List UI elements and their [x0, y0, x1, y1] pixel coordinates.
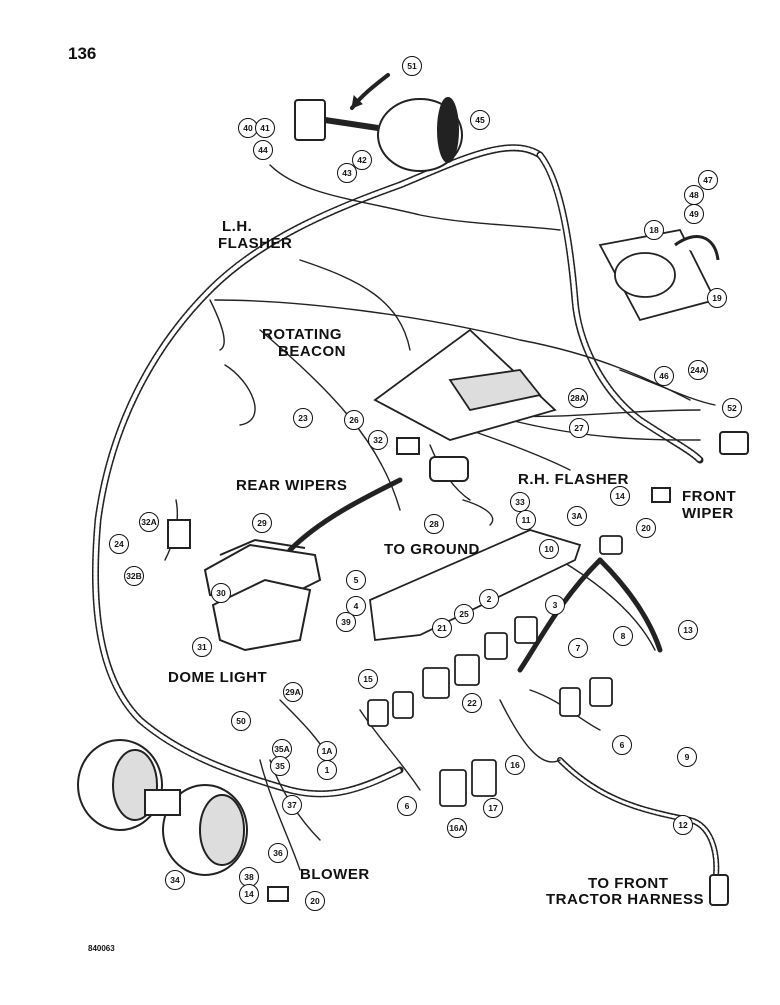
callout-29: 29 [252, 513, 272, 533]
label-front-wiper-2: WIPER [682, 505, 734, 522]
callout-45: 45 [470, 110, 490, 130]
callout-30: 30 [211, 583, 231, 603]
callout-28: 28 [424, 514, 444, 534]
callout-48: 48 [684, 185, 704, 205]
callout-6-left: 6 [397, 796, 417, 816]
callout-27: 27 [569, 418, 589, 438]
callout-38: 38 [239, 867, 259, 887]
callout-24: 24 [109, 534, 129, 554]
callout-32b: 32B [124, 566, 144, 586]
label-rotating-beacon-2: BEACON [278, 343, 347, 360]
label-to-ground: TO GROUND [384, 541, 480, 558]
callout-23: 23 [293, 408, 313, 428]
callout-4: 4 [346, 596, 366, 616]
callout-14-left: 14 [239, 884, 259, 904]
callout-43: 43 [337, 163, 357, 183]
callout-25: 25 [454, 604, 474, 624]
rotating-beacon-lamp [294, 97, 463, 172]
callout-29a: 29A [283, 682, 303, 702]
callout-20-right: 20 [636, 518, 656, 538]
callout-31: 31 [192, 637, 212, 657]
callout-19: 19 [707, 288, 727, 308]
callout-36: 36 [268, 843, 288, 863]
callout-47: 47 [698, 170, 718, 190]
callout-42: 42 [352, 150, 372, 170]
callout-17: 17 [483, 798, 503, 818]
callout-1a: 1A [317, 741, 337, 761]
front-harness-connector [709, 874, 729, 906]
label-blower: BLOWER [300, 866, 370, 883]
callout-50: 50 [231, 711, 251, 731]
callout-11: 11 [516, 510, 536, 530]
rocker-switches [367, 535, 623, 807]
label-dome-light: DOME LIGHT [168, 669, 268, 686]
label-front-wiper-1: FRONT [682, 488, 737, 505]
callout-9: 9 [677, 747, 697, 767]
figure-id: 840063 [88, 944, 115, 953]
label-rear-wipers: REAR WIPERS [236, 477, 348, 494]
callout-51: 51 [402, 56, 422, 76]
callout-24a: 24A [688, 360, 708, 380]
callout-16a: 16A [447, 818, 467, 838]
mounting-plate [373, 328, 557, 441]
callout-14-right: 14 [610, 486, 630, 506]
callout-15: 15 [358, 669, 378, 689]
callout-32: 32 [368, 430, 388, 450]
connector-blower [267, 886, 289, 902]
callout-12: 12 [673, 815, 693, 835]
callout-22: 22 [462, 693, 482, 713]
callout-49: 49 [684, 204, 704, 224]
callout-20-left: 20 [305, 891, 325, 911]
dome-light-assembly [203, 538, 322, 652]
callout-39: 39 [336, 612, 356, 632]
callout-21: 21 [432, 618, 452, 638]
rear-wiper-switch [429, 456, 469, 482]
label-to-front-2: TRACTOR HARNESS [546, 891, 705, 908]
front-wiper-connector [719, 431, 749, 455]
beacon-switch [396, 437, 420, 455]
label-rh-flasher: R.H. FLASHER [518, 471, 629, 488]
connector-14 [651, 487, 671, 503]
callout-37: 37 [282, 795, 302, 815]
callout-44: 44 [253, 140, 273, 160]
callout-41: 41 [255, 118, 275, 138]
callout-8: 8 [613, 626, 633, 646]
label-lh-flasher-2: FLASHER [218, 235, 293, 252]
callout-1: 1 [317, 760, 337, 780]
label-rotating-beacon-1: ROTATING [262, 326, 343, 343]
callout-33: 33 [510, 492, 530, 512]
callout-5: 5 [346, 570, 366, 590]
label-lh-flasher-1: L.H. [222, 218, 253, 235]
callout-28a: 28A [568, 388, 588, 408]
callout-13: 13 [678, 620, 698, 640]
label-to-front-1: TO FRONT [588, 875, 669, 892]
blower-assembly [77, 739, 248, 876]
callout-34: 34 [165, 870, 185, 890]
callout-35: 35 [270, 756, 290, 776]
callout-6-right: 6 [612, 735, 632, 755]
callout-16: 16 [505, 755, 525, 775]
callout-26: 26 [344, 410, 364, 430]
page-number: 136 [68, 44, 97, 63]
callout-3: 3 [545, 595, 565, 615]
callout-18: 18 [644, 220, 664, 240]
callout-46: 46 [654, 366, 674, 386]
front-wiper-motor [598, 228, 720, 322]
callout-52: 52 [722, 398, 742, 418]
callout-10: 10 [539, 539, 559, 559]
callout-7: 7 [568, 638, 588, 658]
connector-32a [167, 519, 191, 549]
callout-3a: 3A [567, 506, 587, 526]
switch-panel [369, 529, 582, 641]
callout-2: 2 [479, 589, 499, 609]
callout-32a: 32A [139, 512, 159, 532]
